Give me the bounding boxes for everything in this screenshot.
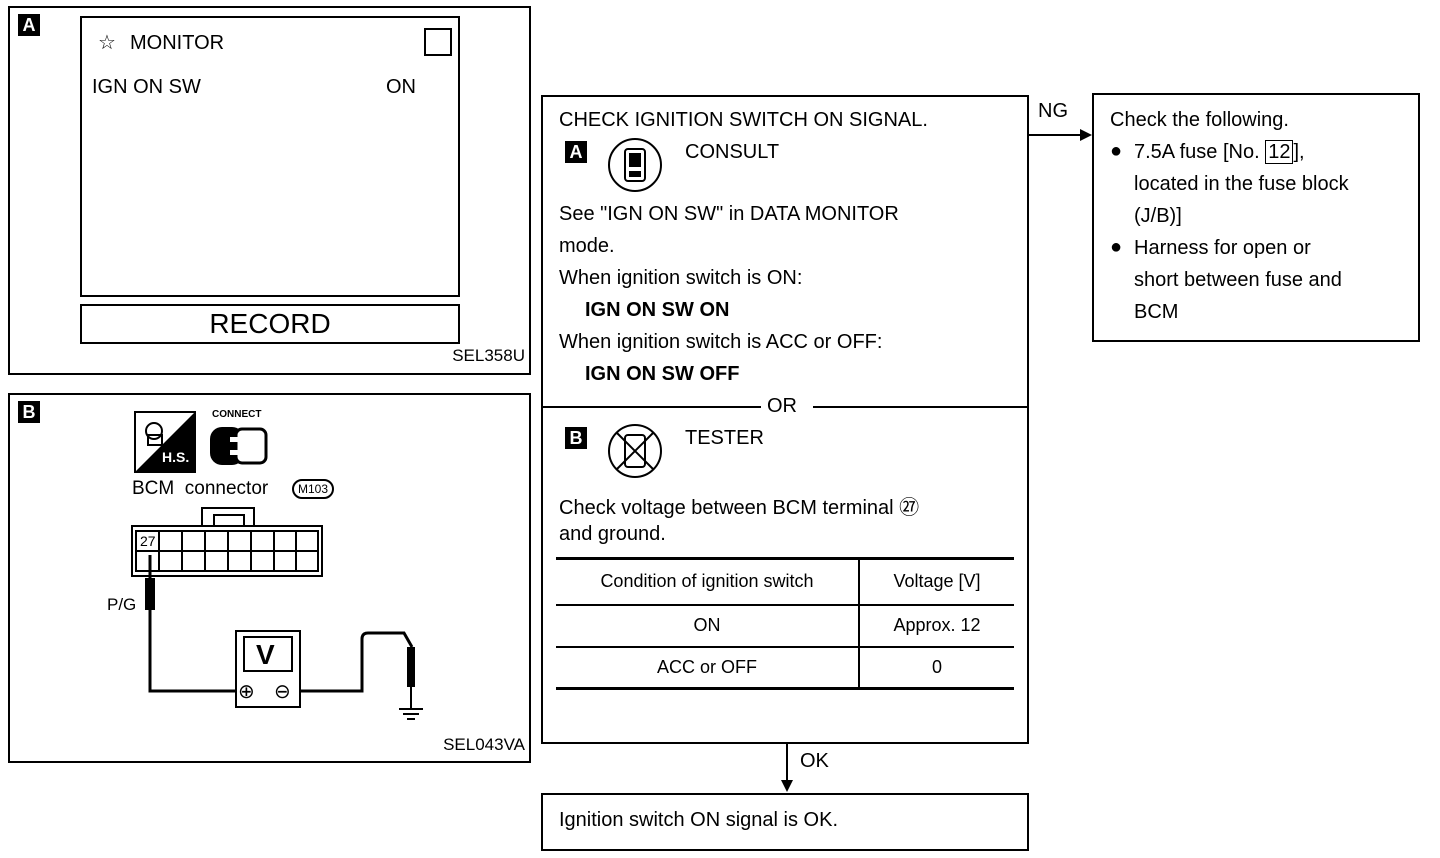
when-on-text: When ignition switch is ON: <box>559 267 803 289</box>
harness-service-icon: H.S. <box>134 411 196 473</box>
table-header-row: Condition of ignition switch Voltage [V] <box>556 557 1014 605</box>
monitor-screen: ☆ MONITOR IGN ON SW ON <box>80 16 460 297</box>
panel-a-code: SEL358U <box>452 346 525 365</box>
fuse-text-end: ], <box>1293 141 1305 163</box>
ground-text: and ground. <box>559 523 666 545</box>
fuse-number-box: 12 <box>1265 140 1294 164</box>
table-cell: 0 <box>859 645 1014 690</box>
tester-label: TESTER <box>685 427 764 449</box>
ng-bullet1-line1: 7.5A fuse [No. 12], <box>1134 140 1305 164</box>
check-a-letter: A <box>565 141 587 163</box>
ok-label: OK <box>800 750 829 772</box>
table-cell: ON <box>556 603 860 647</box>
voltmeter-v-label: V <box>256 639 275 670</box>
panel-b: B H.S. CONNECT BCM connector M103 <box>8 393 531 763</box>
voltage-table: Condition of ignition switch Voltage [V]… <box>556 557 1014 690</box>
ok-arrow <box>781 744 793 792</box>
table-row: ACC or OFF 0 <box>556 645 1014 690</box>
monitor-row-label: IGN ON SW <box>92 76 201 98</box>
mode-text: mode. <box>559 235 615 257</box>
meter-plus-icon: ⊕ <box>238 681 255 703</box>
consult-label: CONSULT <box>685 141 780 163</box>
ng-bullet2-line1: Harness for open or <box>1134 237 1311 259</box>
monitor-checkbox[interactable] <box>424 28 452 56</box>
ign-on-value: IGN ON SW ON <box>585 299 730 321</box>
ign-off-value: IGN ON SW OFF <box>585 363 740 385</box>
ng-bullet2-line2: short between fuse and <box>1134 269 1342 291</box>
ok-result-text: Ignition switch ON signal is OK. <box>559 809 838 831</box>
panel-b-letter: B <box>18 401 40 423</box>
ng-bullet1-line3: (J/B)] <box>1134 205 1182 227</box>
voltage-text: Check voltage between BCM terminal ㉗ <box>559 497 920 519</box>
wiring-diagram <box>131 507 423 720</box>
record-button[interactable]: RECORD <box>80 304 460 344</box>
monitor-title: MONITOR <box>130 32 225 54</box>
ng-box: Check the following. ● 7.5A fuse [No. 12… <box>1092 93 1420 342</box>
fuse-text: 7.5A fuse [No. <box>1134 141 1260 163</box>
table-header-cell: Voltage [V] <box>859 557 1014 605</box>
check-b-letter: B <box>565 427 587 449</box>
table-cell: ACC or OFF <box>556 645 860 690</box>
monitor-row-value: ON <box>386 76 416 98</box>
table-cell: Approx. 12 <box>859 603 1014 647</box>
meter-minus-icon: ⊖ <box>274 681 291 703</box>
star-icon: ☆ <box>98 32 116 54</box>
ng-title: Check the following. <box>1110 109 1289 131</box>
wire-color-label: P/G <box>107 595 137 614</box>
ng-bullet2-line3: BCM <box>1134 301 1179 323</box>
check-heading: CHECK IGNITION SWITCH ON SIGNAL. <box>559 109 928 131</box>
bullet-icon: ● <box>1110 236 1123 258</box>
panel-a: A ☆ MONITOR IGN ON SW ON RECORD SEL358U <box>8 6 531 375</box>
ok-result-box: Ignition switch ON signal is OK. <box>541 793 1029 851</box>
connect-label: CONNECT <box>212 409 262 420</box>
panel-b-code: SEL043VA <box>443 735 525 754</box>
ng-arrow <box>1028 129 1092 141</box>
connector-icon <box>210 427 268 465</box>
table-header-cell: Condition of ignition switch <box>556 557 860 605</box>
or-label: OR <box>767 395 797 417</box>
record-label: RECORD <box>209 308 331 339</box>
tester-icon <box>608 424 662 478</box>
bullet-icon: ● <box>1110 140 1123 162</box>
or-divider-left <box>543 406 761 408</box>
table-row: ON Approx. 12 <box>556 603 1014 647</box>
see-text: See "IGN ON SW" in DATA MONITOR <box>559 203 899 225</box>
ng-bullet1-line2: located in the fuse block <box>1134 173 1349 195</box>
terminal-27-label: 27 <box>140 533 156 549</box>
or-divider-right <box>813 406 1027 408</box>
bcm-connector-label: BCM connector <box>132 478 269 499</box>
connector-id-badge: M103 <box>292 479 335 499</box>
panel-a-letter: A <box>18 14 40 36</box>
hs-label: H.S. <box>162 449 190 465</box>
when-acc-text: When ignition switch is ACC or OFF: <box>559 331 883 353</box>
ng-label: NG <box>1038 100 1068 122</box>
consult-icon <box>608 138 662 192</box>
check-box: CHECK IGNITION SWITCH ON SIGNAL. A CONSU… <box>541 95 1029 744</box>
